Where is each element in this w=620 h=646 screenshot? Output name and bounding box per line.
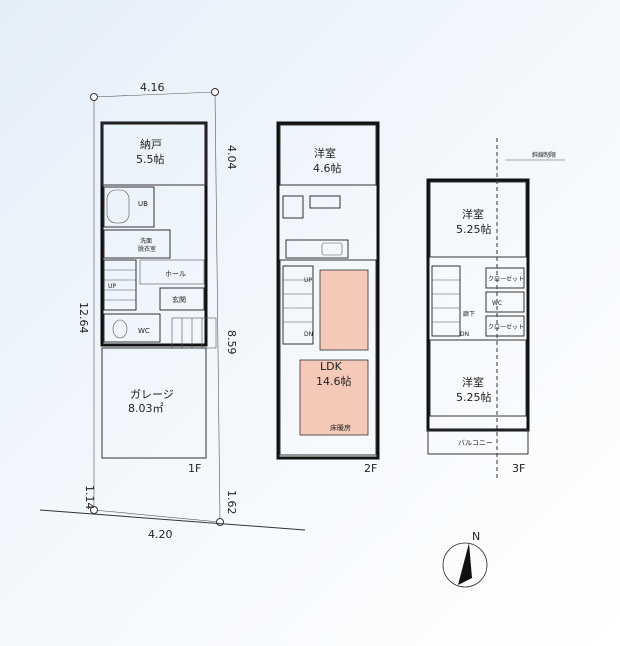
3f-closet-bottom	[485, 315, 525, 337]
lot-corner-marker	[90, 506, 98, 514]
kitchen-counter	[285, 239, 349, 259]
2f-western-room	[279, 124, 377, 186]
dim-right-bottom: 1.62	[225, 490, 238, 515]
dn-3f: DN	[460, 331, 469, 338]
kitchen-sink-icon	[321, 242, 343, 256]
floor2-label: 2F	[364, 462, 377, 475]
washroom	[103, 229, 171, 259]
bath-room	[103, 186, 155, 228]
2f-outline	[276, 121, 380, 460]
compass-circle	[442, 542, 488, 588]
stair-2f	[282, 265, 314, 345]
entrance-label: 玄関	[172, 295, 186, 304]
dim-top: 4.16	[140, 81, 165, 94]
floor1-label: 1F	[188, 462, 201, 475]
setback-note: 斜線制限	[532, 151, 556, 159]
3f-room-top	[429, 181, 527, 258]
wc-1f-label: WC	[138, 327, 150, 335]
hall-label: ホール	[165, 270, 186, 278]
up-1f: UP	[108, 283, 116, 290]
2f-closet	[282, 195, 304, 219]
washroom-label-2: 脱衣室	[138, 245, 156, 253]
3f-hall-label: 廊下	[463, 310, 475, 318]
2f-room-name: 洋室	[314, 146, 336, 160]
stair-3f	[431, 265, 461, 337]
storage-room	[101, 122, 207, 186]
up-2f: UP	[304, 277, 312, 284]
dim-bottom: 4.20	[148, 528, 173, 541]
3f-closet-top-label: クローゼット	[488, 275, 524, 283]
washroom-label-1: 洗面	[140, 237, 152, 245]
3f-bottom-name: 洋室	[462, 375, 484, 389]
floor-heating-label: 床暖房	[330, 423, 351, 432]
floor3-label: 3F	[512, 462, 525, 475]
entrance	[159, 287, 205, 311]
stair-1f	[103, 259, 137, 311]
compass: N	[442, 530, 488, 588]
floor3-plan: 斜線制限 洋室 5.25帖 クローゼット WC クローゼット 廊下 DN 洋室 …	[426, 138, 565, 480]
floor-heating-zone-upper	[319, 269, 369, 351]
storage-name: 納戸	[140, 138, 162, 151]
floor2-plan: 洋室 4.6帖 UP DN LDK 14.6帖 床暖房 2F	[276, 121, 380, 475]
3f-closet-bottom-label: クローゼット	[488, 323, 524, 331]
3f-closet-top	[485, 267, 525, 289]
hall-1f	[139, 259, 205, 285]
2f-room-size: 4.6帖	[313, 162, 342, 175]
toilet-icon	[112, 319, 128, 339]
road-line	[39, 509, 306, 531]
lot-corner-marker	[90, 93, 98, 101]
site-plan: 4.16 4.20 12.64 4.04 8.59 1.14 1.62 納戸 5…	[39, 81, 306, 541]
storage-size: 5.5帖	[136, 153, 165, 166]
garage-name: ガレージ	[130, 388, 174, 401]
floor-heating-zone-lower	[299, 359, 369, 436]
3f-wc-label: WC	[492, 300, 502, 307]
3f-room-bottom	[429, 339, 527, 417]
wc-1f	[103, 313, 161, 343]
3f-wc	[485, 291, 525, 313]
lot-corner-marker	[216, 518, 224, 526]
dim-left-bottom: 1.14	[83, 485, 96, 510]
ldk-name: LDK	[320, 360, 343, 373]
ldk-area	[279, 259, 377, 456]
dim-right-upper: 4.04	[225, 145, 238, 170]
ub-label: UB	[138, 200, 148, 208]
balcony	[427, 429, 529, 455]
dn-2f: DN	[304, 331, 313, 338]
dim-right-lower: 8.59	[225, 330, 238, 355]
2f-storage	[309, 195, 341, 209]
compass-north: N	[472, 530, 480, 543]
3f-bottom-size: 5.25帖	[456, 391, 492, 404]
balcony-label: バルコニー	[458, 439, 493, 447]
3f-top-size: 5.25帖	[456, 223, 492, 236]
garage-size: 8.03㎡	[128, 402, 164, 415]
compass-arrow-icon	[458, 543, 472, 585]
ldk-size: 14.6帖	[316, 375, 352, 388]
lot-corner-marker	[211, 88, 219, 96]
dim-left: 12.64	[77, 302, 90, 334]
bathtub-icon	[106, 189, 130, 224]
garage	[101, 347, 207, 459]
3f-top-name: 洋室	[462, 207, 484, 221]
